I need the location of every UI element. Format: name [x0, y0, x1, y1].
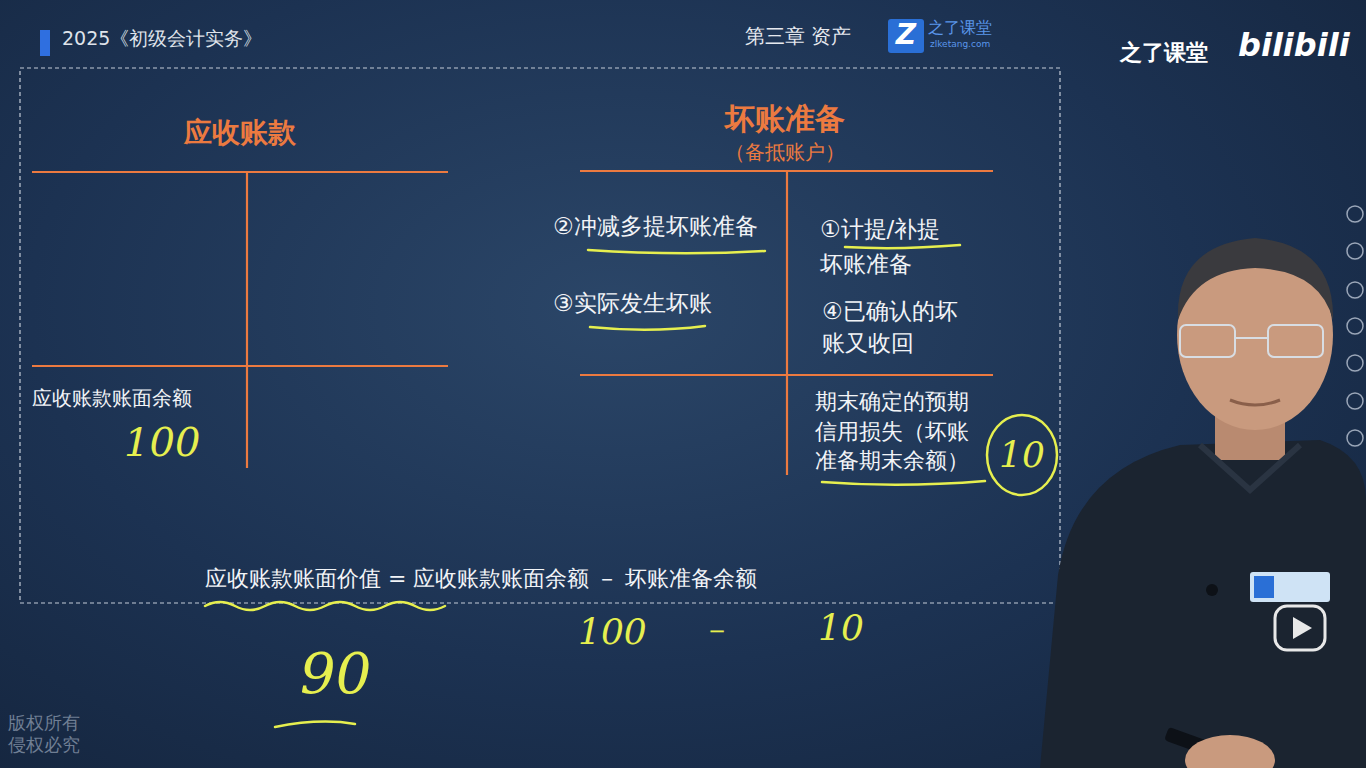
slide-title: 2025《初级会计实务》 — [62, 27, 262, 50]
logo-text: 之了课堂 — [928, 18, 992, 37]
glasses-lens — [1268, 325, 1323, 357]
t-account-line — [246, 172, 248, 468]
formula: 应收账款账面价值 = 应收账款账面余额 － 坏账准备余额 — [205, 566, 757, 592]
handwritten-number: 10 — [999, 433, 1045, 476]
credit-entry: ④已确认的坏 账又收回 — [822, 295, 969, 359]
watermark-text: 之了课堂 — [1120, 40, 1208, 66]
t-account: 应收账款应收账款账面余额 100 — [32, 100, 448, 472]
t-account: 坏账准备 （备抵账户） ②冲减多提坏账准备 ①计提/补提 坏账准备 ③实际发生坏账 ④已确… — [550, 95, 1065, 480]
debit-entry: ②冲减多提坏账准备 — [553, 213, 758, 241]
toolbar-icon — [1347, 393, 1363, 409]
toolbar-icon — [1347, 243, 1363, 259]
underline — [845, 245, 960, 248]
chapter-label: 第三章 资产 — [745, 24, 851, 48]
hand-circle — [987, 415, 1057, 495]
badge-logo — [1254, 576, 1274, 598]
account-title: 坏账准备 — [585, 101, 985, 137]
handwritten-number: 100 — [578, 610, 647, 653]
handwriting-marks — [205, 245, 985, 727]
circled-amount: 10 — [985, 413, 1059, 497]
watermark-logo: bilibili — [1238, 26, 1350, 64]
presenter-hair — [1178, 238, 1333, 320]
presenter-glasses — [1180, 325, 1323, 357]
handwritten-number: 90 — [300, 640, 371, 707]
underline — [275, 722, 355, 727]
header-tab — [40, 30, 50, 56]
toolbar-icon — [1347, 355, 1363, 371]
toolbar-icon — [1347, 282, 1363, 298]
presenter-mouth — [1230, 400, 1280, 405]
logo-square — [888, 19, 924, 53]
handwritten-sign: － — [702, 612, 732, 648]
dashed-frame — [20, 68, 1060, 603]
toolbar-icon — [1347, 430, 1363, 446]
handwritten-number: 100 — [124, 418, 200, 466]
presenter-hand — [1185, 735, 1275, 768]
wavy-underline — [205, 602, 445, 610]
underline — [590, 326, 705, 330]
account-subtitle: （备抵账户） — [585, 140, 985, 164]
underline — [588, 250, 765, 253]
t-account-outline — [32, 100, 448, 472]
logo-letter: Z — [888, 18, 924, 52]
toolbar-icon — [1347, 318, 1363, 334]
name-badge — [1250, 572, 1330, 602]
debit-entry: ③实际发生坏账 — [553, 290, 712, 318]
presenter-body — [1040, 440, 1366, 768]
toolbar-icons — [1347, 206, 1363, 446]
logo-url: zlketang.com — [930, 39, 990, 50]
play-button — [1275, 606, 1325, 650]
glasses-lens — [1180, 325, 1235, 357]
presenter — [1040, 238, 1366, 768]
underline — [822, 481, 985, 485]
copyright-note: 版权所有 侵权必究 — [8, 712, 87, 755]
play-triangle — [1293, 617, 1312, 639]
t-account-line — [32, 171, 448, 173]
presenter-collar — [1200, 445, 1300, 490]
microphone — [1206, 584, 1218, 596]
play-frame — [1275, 606, 1325, 650]
t-account-line — [32, 365, 448, 367]
toolbar-icon — [1347, 206, 1363, 222]
t-account-line — [580, 374, 993, 376]
handwritten-number: 10 — [818, 606, 864, 649]
ending-balance-note: 期末确定的预期 信用损失（坏账 准备期末余额） — [815, 387, 978, 476]
balance-label: 应收账款账面余额 — [32, 386, 192, 410]
t-account-line — [786, 171, 788, 475]
glasses-bridge — [1235, 337, 1268, 339]
credit-entry: ①计提/补提 坏账准备 — [820, 212, 965, 281]
account-title: 应收账款 — [32, 116, 448, 150]
